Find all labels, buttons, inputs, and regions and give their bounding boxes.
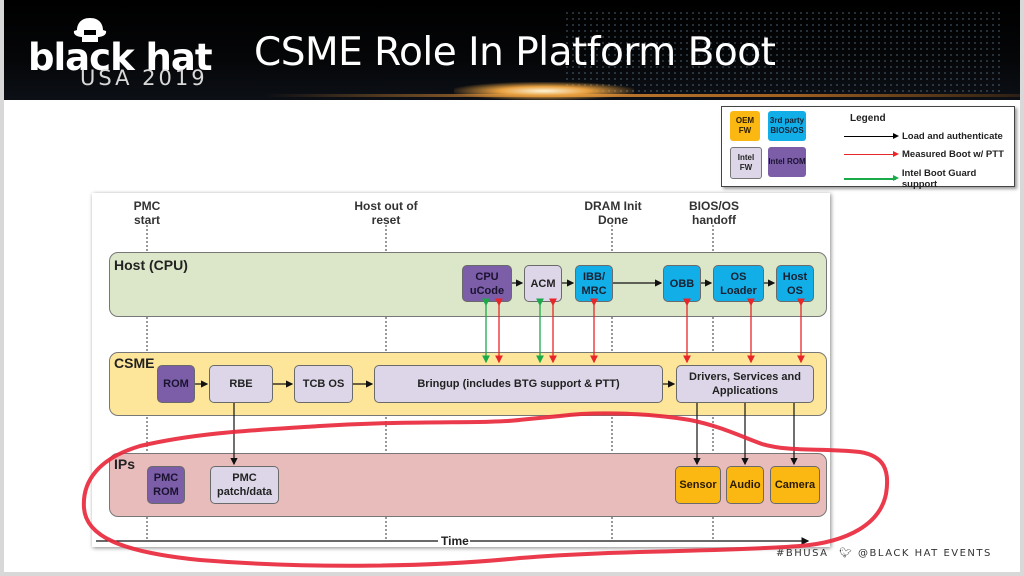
lane-ips-label: IPs: [114, 456, 136, 472]
box-ibb-mrc: IBB/ MRC: [575, 265, 613, 302]
event-bios-os-handoff: BIOS/OS handoff: [688, 199, 739, 227]
time-axis-label: Time: [441, 534, 469, 548]
box-rom: ROM: [157, 365, 195, 403]
green-arrow-icon: [844, 176, 899, 181]
legend-item-load: Load and authenticate: [844, 131, 1003, 142]
box-acm: ACM: [524, 265, 562, 302]
slide-title: CSME Role In Platform Boot: [254, 30, 776, 75]
box-rbe: RBE: [209, 365, 273, 403]
header-texture: [564, 10, 1004, 94]
legend-swatch-intel-fw: Intel FW: [730, 147, 762, 179]
event-host-out-of-reset: Host out of reset: [354, 199, 418, 227]
lane-host-label: Host (CPU): [114, 257, 188, 273]
box-pmc-rom: PMC ROM: [147, 466, 185, 504]
box-audio: Audio: [726, 466, 764, 504]
slide-header: black hat USA 2019 CSME Role In Platform…: [4, 0, 1020, 100]
logo-text: black hat: [28, 36, 213, 79]
black-arrow-icon: [844, 133, 899, 138]
box-drivers-services: Drivers, Services and Applications: [676, 365, 814, 403]
header-streak: [264, 94, 1020, 97]
box-host-os: Host OS: [776, 265, 814, 302]
twitter-icon: 🐦︎: [839, 548, 854, 559]
footer: #BHUSA 🐦︎ @BLACK HAT EVENTS: [776, 548, 992, 559]
box-os-loader: OS Loader: [713, 265, 764, 302]
legend-swatch-intel-rom: Intel ROM: [768, 147, 806, 177]
legend-swatch-third-party: 3rd party BIOS/OS: [768, 111, 806, 141]
box-tcb-os: TCB OS: [294, 365, 353, 403]
lane-csme-label: CSME: [114, 355, 155, 371]
legend-item-bootguard: Intel Boot Guard support: [844, 168, 1014, 190]
header-glow: [454, 82, 634, 100]
box-camera: Camera: [770, 466, 820, 504]
event-pmc-start: PMC start: [133, 199, 161, 227]
logo-subtext: USA 2019: [80, 66, 208, 90]
box-pmc-patch: PMC patch/data: [210, 466, 279, 504]
legend-title: Legend: [850, 113, 886, 124]
box-bringup: Bringup (includes BTG support & PTT): [374, 365, 663, 403]
event-dram-init-done: DRAM Init Done: [584, 199, 642, 227]
box-obb: OBB: [663, 265, 701, 302]
twitter-handle: @BLACK HAT EVENTS: [858, 548, 992, 559]
legend: OEM FW 3rd party BIOS/OS Intel FW Intel …: [721, 106, 1015, 190]
box-sensor: Sensor: [675, 466, 721, 504]
red-arrow-icon: [844, 151, 899, 156]
hashtag: #BHUSA: [776, 548, 829, 559]
box-cpu-ucode: CPU uCode: [462, 265, 512, 302]
legend-item-measured: Measured Boot w/ PTT: [844, 149, 1004, 160]
legend-swatch-oem-fw: OEM FW: [730, 111, 760, 141]
black-hat-logo-icon: [73, 18, 107, 42]
